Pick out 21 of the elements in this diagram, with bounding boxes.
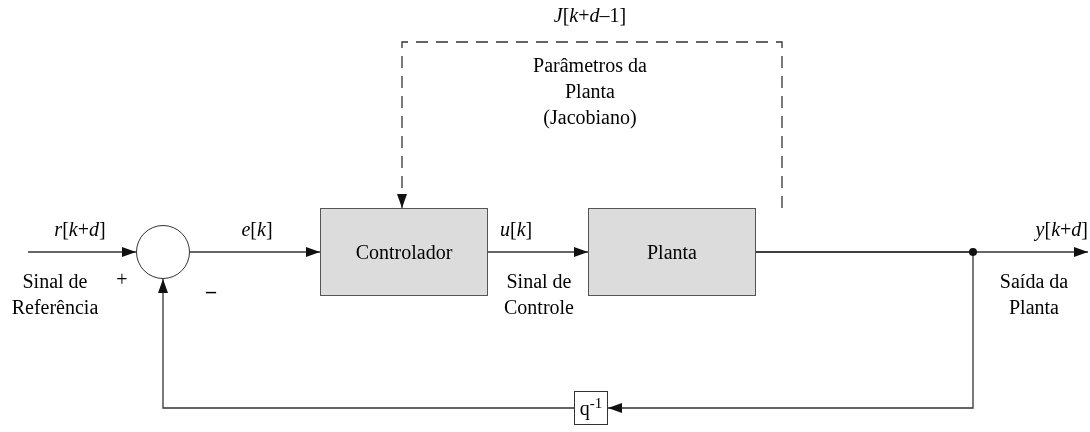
arrow (189, 247, 321, 257)
sign-label: + (115, 267, 129, 292)
delay-block: q$^{-1}$ (574, 391, 608, 425)
summing-junction (136, 225, 190, 279)
arrow (487, 247, 589, 257)
arrow (27, 247, 137, 257)
dashed-arrow (397, 41, 783, 209)
signal-caption: Sinal de Controle (503, 269, 575, 320)
signal-caption: Saída da Planta (998, 269, 1070, 320)
signal-caption: Parâmetros da Planta (Jacobiano) (532, 53, 648, 130)
signal-label: r[k+d] (53, 217, 107, 242)
plant-block: Planta (588, 208, 756, 296)
signal-label: u[k] (500, 217, 534, 242)
signal-label: e[k] (240, 217, 274, 242)
arrow (158, 278, 575, 409)
signal-label: J[k+d–1] (552, 3, 628, 28)
sign-label: – (205, 279, 217, 304)
controller-block: Controlador (320, 208, 488, 296)
signal-caption: Sinal de Referência (10, 269, 100, 320)
signal-label: y[k+d] (1035, 217, 1088, 242)
arrow (607, 251, 974, 413)
